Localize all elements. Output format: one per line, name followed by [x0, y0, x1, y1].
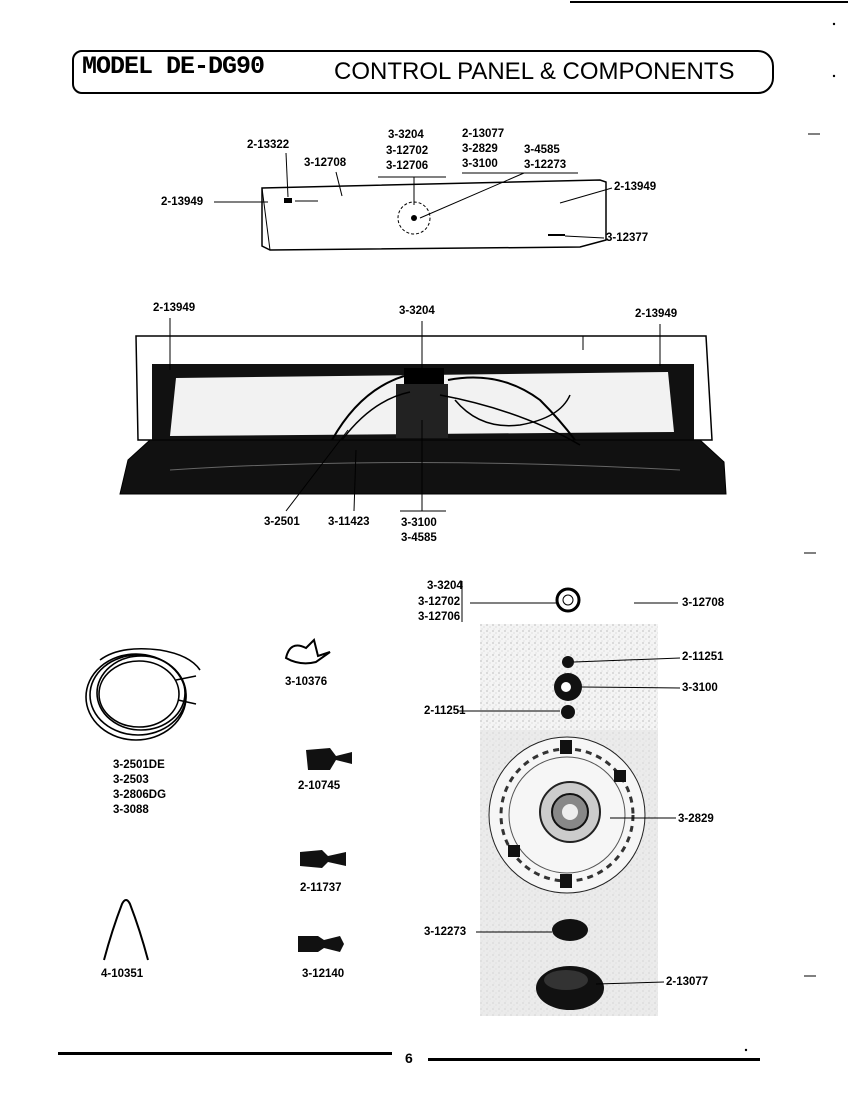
top-rule [570, 1, 848, 3]
part-label: 3-3100 [682, 682, 718, 694]
terminal-2-10745-illustration [306, 748, 352, 770]
terminal-2-11737-illustration [300, 850, 346, 868]
part-label: 2-11737 [300, 882, 342, 894]
part-label: 3-12706 [418, 611, 461, 623]
terminal-3-12140-illustration [298, 936, 344, 952]
part-label: 3-12708 [304, 157, 347, 169]
page-title: CONTROL PANEL & COMPONENTS [334, 58, 735, 85]
footer-rule-left [58, 1052, 392, 1055]
part-label: 3-2503 [113, 774, 149, 786]
part-label: 2-13949 [161, 196, 204, 208]
footer-rule-right [428, 1058, 760, 1061]
part-label: 3-12377 [606, 232, 649, 244]
part-label: 3-2829 [462, 143, 498, 155]
part-label: 3-2829 [678, 813, 714, 825]
part-label: 3-2501DE [113, 759, 165, 771]
clip-illustration [284, 638, 331, 665]
part-label: 3-2806DG [113, 789, 167, 801]
part-label: 3-3204 [388, 129, 424, 141]
part-label: 3-3088 [113, 804, 149, 816]
part-label: 2-13949 [153, 302, 196, 314]
part-label: 3-4585 [524, 144, 560, 156]
wire-harness-illustration [85, 647, 201, 741]
part-label: 3-12702 [418, 596, 461, 608]
page-number: 6 [405, 1050, 413, 1066]
part-label: 3-12708 [682, 597, 725, 609]
part-label: 3-11423 [328, 516, 370, 528]
part-label: 2-13949 [635, 308, 678, 320]
part-label: 2-13949 [614, 181, 657, 193]
part-label: 2-13077 [666, 976, 709, 988]
part-label: 3-10376 [285, 676, 328, 688]
knob-assembly-illustration [480, 587, 658, 1016]
part-label: 2-10745 [298, 780, 341, 792]
part-label: 3-12702 [386, 145, 429, 157]
part-label: 3-12140 [302, 968, 345, 980]
part-label: 2-11251 [424, 705, 466, 717]
part-label: 3-3100 [462, 158, 498, 170]
part-label: 3-12706 [386, 160, 429, 172]
part-label: 3-4585 [401, 532, 437, 544]
model-number: MODEL DE-DG90 [82, 52, 265, 81]
header-frame [72, 50, 774, 94]
part-label: 3-3100 [401, 517, 437, 529]
part-label: 3-12273 [424, 926, 467, 938]
part-label: 3-3204 [427, 580, 463, 592]
part-label: 3-2501 [264, 516, 300, 528]
front-panel-illustration [261, 179, 607, 251]
part-label: 3-12273 [524, 159, 567, 171]
rear-panel-illustration [119, 335, 727, 495]
part-label: 2-11251 [682, 651, 724, 663]
part-label: 2-13077 [462, 128, 505, 140]
part-label: 4-10351 [101, 968, 144, 980]
spring-illustration [103, 899, 149, 961]
part-label: 2-13322 [247, 139, 290, 151]
part-label: 3-3204 [399, 305, 435, 317]
